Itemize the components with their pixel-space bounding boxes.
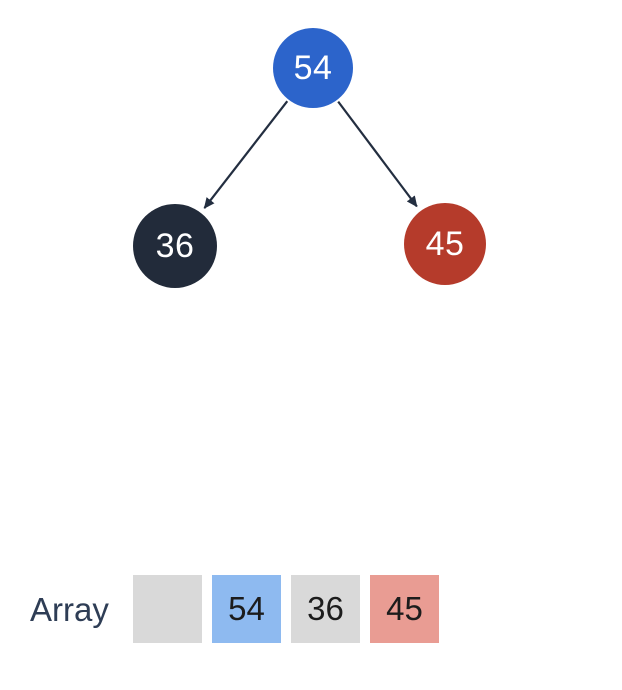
array-cell: 54 [212, 575, 281, 643]
tree-node-left-child: 36 [133, 204, 217, 288]
tree-edges [203, 100, 418, 209]
array-label: Array [30, 590, 109, 628]
edge-root-to-right [337, 100, 418, 208]
array-row: Array 54 36 45 [0, 575, 449, 643]
array-cell [133, 575, 202, 643]
tree-node-right-child: 45 [404, 203, 486, 285]
array-cell: 36 [291, 575, 360, 643]
tree-node-root: 54 [273, 28, 353, 108]
tree-node-value: 36 [155, 227, 195, 265]
edge-root-to-left [203, 100, 289, 209]
array-cell: 45 [370, 575, 439, 643]
array-cell-value: 54 [228, 590, 265, 627]
array-cell-value: 45 [386, 590, 423, 627]
binary-tree-diagram: 54 36 45 [133, 28, 486, 288]
tree-node-value: 54 [293, 49, 333, 87]
tree-node-value: 45 [425, 225, 465, 263]
array-cell-value: 36 [307, 590, 344, 627]
